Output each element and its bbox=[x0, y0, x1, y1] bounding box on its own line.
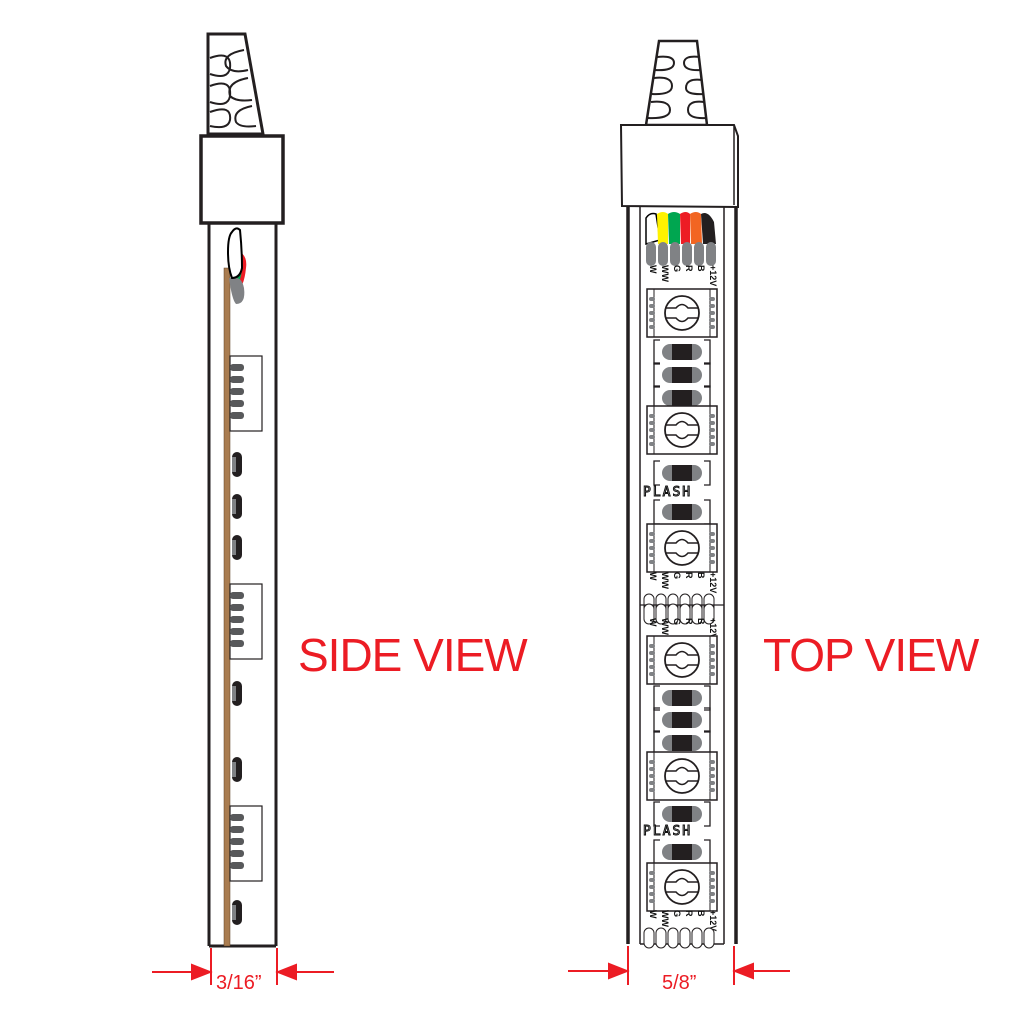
brand-text-2: PLASH bbox=[643, 824, 692, 839]
top-view-label: TOP VIEW bbox=[763, 629, 979, 681]
top-dimension-indicator bbox=[568, 946, 790, 985]
top-cable-boot bbox=[644, 39, 709, 127]
top-width-dimension: 5/8” bbox=[662, 972, 697, 994]
top-end-cap bbox=[619, 124, 739, 209]
side-view-label: SIDE VIEW bbox=[298, 629, 528, 681]
side-end-cap bbox=[199, 134, 285, 225]
side-view-drawing bbox=[152, 32, 334, 985]
side-pcb bbox=[223, 267, 231, 947]
top-view-drawing: PLASH PLASH bbox=[568, 39, 790, 985]
brand-text-1: PLASH bbox=[643, 485, 692, 500]
wire-bundle bbox=[645, 212, 716, 266]
side-dimension-indicator bbox=[152, 948, 334, 985]
side-width-dimension: 3/16” bbox=[216, 972, 262, 994]
